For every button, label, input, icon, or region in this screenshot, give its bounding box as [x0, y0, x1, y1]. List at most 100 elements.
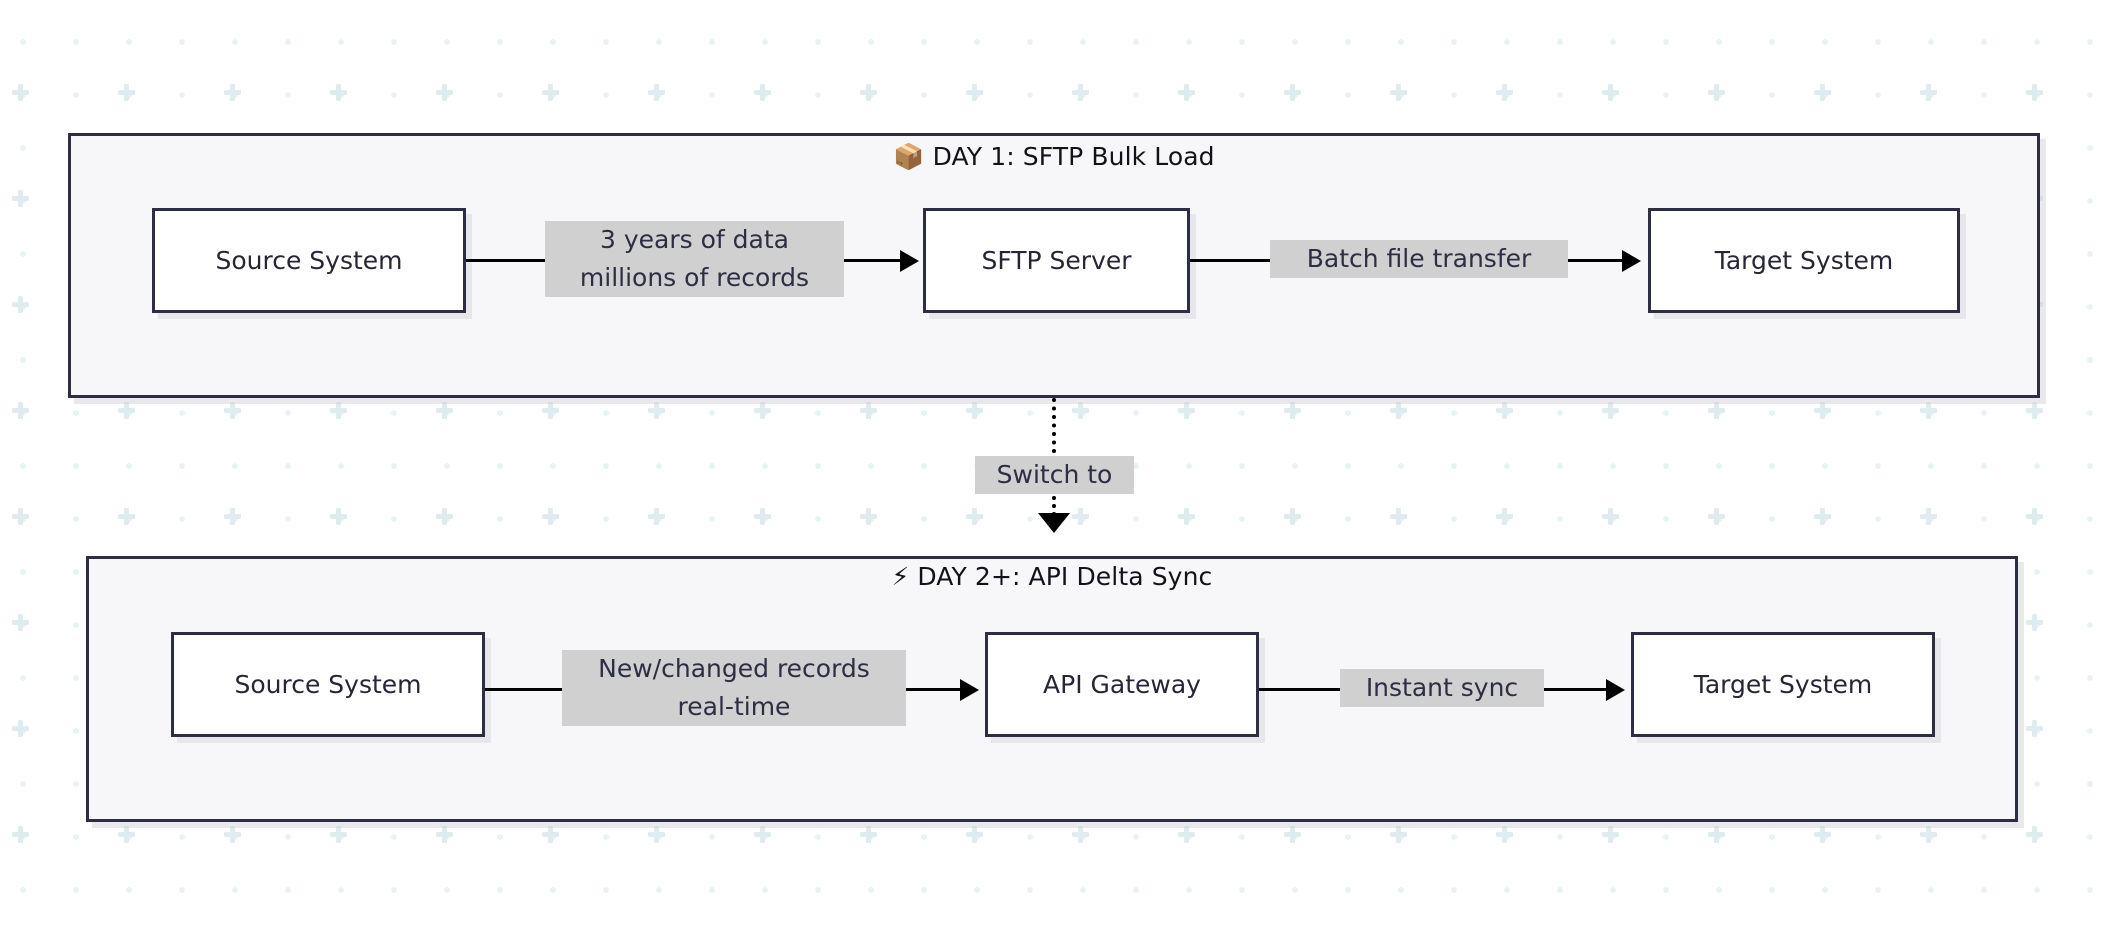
edge-label-line1: Batch file transfer [1306, 244, 1532, 273]
background-cross-icon [1708, 508, 1725, 525]
background-cross-icon [1390, 508, 1407, 525]
background-cross-icon [1284, 402, 1301, 419]
background-cross-icon [860, 84, 877, 101]
edge-label-line2: real-time [677, 692, 791, 721]
background-cross-icon [1708, 826, 1725, 843]
background-cross-icon [1496, 402, 1513, 419]
background-cross-icon [1178, 826, 1195, 843]
background-cross-icon [860, 508, 877, 525]
panel-day2-title: ⚡ DAY 2+: API Delta Sync [86, 562, 2018, 591]
edge-arrowhead-source-to-sftp [900, 250, 919, 272]
node-target-system-1[interactable]: Target System [1648, 208, 1960, 313]
lightning-icon: ⚡ [891, 562, 910, 591]
background-cross-icon [1602, 402, 1619, 419]
background-cross-icon [2026, 84, 2043, 101]
edge-label-apigw-to-target2: Instant sync [1340, 669, 1544, 707]
background-cross-icon [1390, 826, 1407, 843]
background-cross-icon [2026, 508, 2043, 525]
node-label: Target System [1714, 246, 1894, 275]
background-cross-icon [1920, 508, 1937, 525]
background-cross-icon [12, 190, 29, 207]
background-cross-icon [12, 84, 29, 101]
package-icon: 📦 [893, 142, 925, 171]
panel-day1-title: 📦 DAY 1: SFTP Bulk Load [68, 142, 2040, 172]
background-cross-icon [1390, 402, 1407, 419]
background-cross-icon [648, 508, 665, 525]
background-cross-icon [2026, 614, 2043, 631]
background-cross-icon [1814, 84, 1831, 101]
background-cross-icon [436, 402, 453, 419]
background-cross-icon [1072, 402, 1089, 419]
background-cross-icon [12, 614, 29, 631]
background-cross-icon [2026, 826, 2043, 843]
background-cross-icon [966, 826, 983, 843]
background-cross-icon [330, 402, 347, 419]
background-cross-icon [1814, 402, 1831, 419]
background-cross-icon [542, 826, 559, 843]
background-cross-icon [542, 402, 559, 419]
background-cross-icon [1920, 84, 1937, 101]
background-cross-icon [1072, 84, 1089, 101]
node-source-system-1[interactable]: Source System [152, 208, 466, 313]
background-cross-icon [436, 84, 453, 101]
transition-dotted-line-lower [1052, 496, 1056, 516]
transition-label-text: Switch to [996, 460, 1113, 489]
background-cross-icon [330, 826, 347, 843]
background-cross-icon [754, 826, 771, 843]
background-cross-icon [224, 826, 241, 843]
background-cross-icon [12, 402, 29, 419]
edge-label-line1: 3 years of data [600, 225, 789, 254]
edge-label-line2: millions of records [579, 263, 810, 292]
background-cross-icon [1602, 84, 1619, 101]
node-source-system-2[interactable]: Source System [171, 632, 485, 737]
background-cross-icon [1814, 508, 1831, 525]
edge-arrowhead-apigw-to-target2 [1606, 679, 1625, 701]
transition-arrowhead [1038, 513, 1070, 533]
edge-label-source-to-sftp: 3 years of data millions of records [545, 221, 844, 297]
background-cross-icon [330, 84, 347, 101]
background-cross-icon [118, 84, 135, 101]
node-label: Target System [1693, 670, 1873, 699]
background-cross-icon [118, 402, 135, 419]
node-label: Source System [234, 670, 422, 699]
edge-arrowhead-source2-to-apigw [960, 679, 979, 701]
background-cross-icon [1708, 402, 1725, 419]
background-cross-icon [2026, 402, 2043, 419]
background-cross-icon [860, 826, 877, 843]
background-cross-icon [12, 296, 29, 313]
background-cross-icon [1496, 508, 1513, 525]
background-cross-icon [754, 508, 771, 525]
background-cross-icon [754, 84, 771, 101]
background-cross-icon [648, 826, 665, 843]
background-cross-icon [1178, 508, 1195, 525]
node-label: API Gateway [1043, 670, 1201, 699]
node-api-gateway[interactable]: API Gateway [985, 632, 1259, 737]
background-cross-icon [12, 720, 29, 737]
background-cross-icon [224, 402, 241, 419]
background-cross-icon [648, 402, 665, 419]
node-sftp-server[interactable]: SFTP Server [923, 208, 1190, 313]
background-cross-icon [118, 826, 135, 843]
background-cross-icon [1072, 826, 1089, 843]
background-cross-icon [966, 508, 983, 525]
background-cross-icon [648, 84, 665, 101]
background-cross-icon [224, 84, 241, 101]
background-cross-icon [542, 508, 559, 525]
edge-label-line1: New/changed records [598, 654, 870, 683]
transition-label-switch-to: Switch to [975, 456, 1134, 494]
edge-label-source2-to-apigw: New/changed records real-time [562, 650, 906, 726]
background-cross-icon [1284, 508, 1301, 525]
node-target-system-2[interactable]: Target System [1631, 632, 1935, 737]
edge-label-sftp-to-target: Batch file transfer [1270, 240, 1568, 278]
background-cross-icon [1284, 826, 1301, 843]
background-cross-icon [118, 508, 135, 525]
node-label: Source System [215, 246, 403, 275]
background-cross-icon [1602, 508, 1619, 525]
background-cross-icon [436, 508, 453, 525]
background-cross-icon [1920, 402, 1937, 419]
background-cross-icon [1178, 84, 1195, 101]
node-label: SFTP Server [981, 246, 1132, 275]
background-cross-icon [1072, 508, 1089, 525]
panel-day1-title-text: DAY 1: SFTP Bulk Load [932, 142, 1215, 171]
edge-arrowhead-sftp-to-target [1622, 250, 1641, 272]
